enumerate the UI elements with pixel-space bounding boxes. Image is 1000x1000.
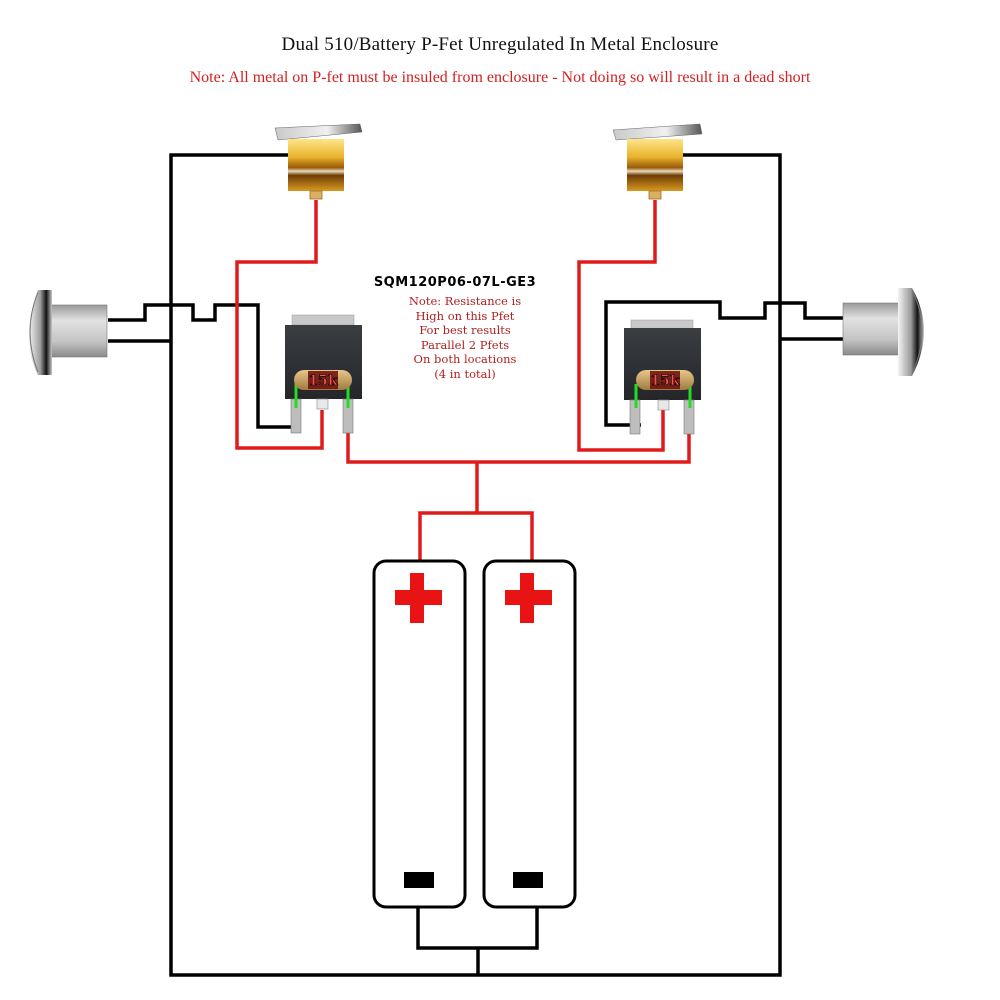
right-fire-switch[interactable] [612, 123, 703, 200]
diagram-title: Dual 510/Battery P-Fet Unregulated In Me… [281, 34, 719, 55]
warning-note: Note: All metal on P-fet must be insuled… [189, 69, 811, 86]
left-resistor-label: 15k [308, 373, 337, 389]
battery-left-negative-icon [404, 872, 434, 888]
right-510-connector[interactable] [842, 288, 924, 376]
right-510-drain-wire [604, 300, 843, 427]
left-switch-gate-wire [235, 200, 324, 450]
mosfet-note-line: (4 in total) [434, 366, 496, 381]
right-resistor-label: 15k [650, 373, 679, 389]
mosfet-note-line: On both locations [413, 352, 517, 366]
battery-right-negative-icon [513, 872, 543, 888]
right-ground-wire [478, 153, 782, 977]
left-ground-wire [169, 153, 478, 977]
source-bus-wire [346, 430, 691, 464]
battery-right [482, 559, 577, 909]
mosfet-note: Note: Resistance is High on this Pfet Fo… [375, 294, 555, 381]
battery-left [372, 559, 467, 909]
positive-wires [235, 200, 691, 562]
battery-negative-bus [416, 905, 539, 950]
left-510-connector[interactable] [29, 290, 108, 375]
left-510-drain-wire [108, 303, 298, 429]
battery-positive-bus [418, 511, 534, 562]
right-pfet [624, 319, 701, 435]
left-fire-switch[interactable] [274, 123, 363, 200]
mosfet-note-line: For best results [419, 323, 511, 337]
negative-wires [108, 153, 843, 977]
mosfet-note-line: Note: Resistance is [408, 294, 522, 308]
mosfet-note-line: Parallel 2 Pfets [420, 337, 510, 352]
left-pfet [285, 314, 362, 434]
right-switch-gate-wire [577, 200, 665, 452]
mosfet-part-number: SQM120P06-07L-GE3 [373, 275, 537, 290]
mosfet-note-line: High on this Pfet [415, 308, 515, 323]
